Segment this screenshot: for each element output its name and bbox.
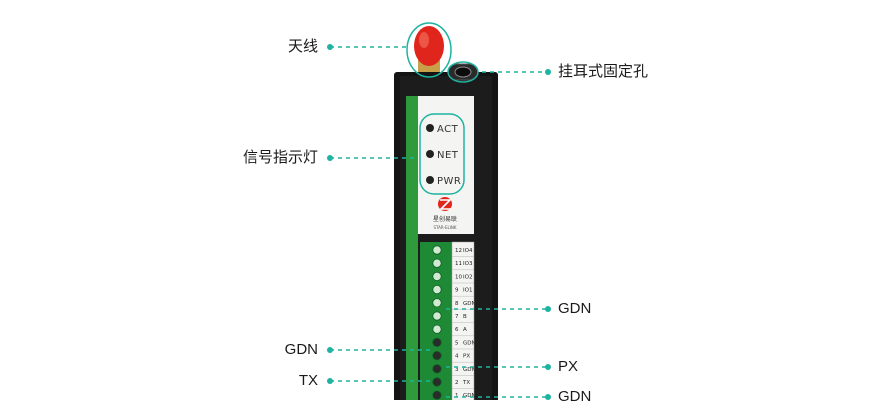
terminal-number: 12 [455,248,462,254]
leader-dots [327,44,551,400]
callout-mount-hole: 挂耳式固定孔 [558,63,649,80]
terminal-name: GDN [463,393,476,399]
terminal-screw [432,377,442,387]
led-pwr [426,176,434,184]
terminal-number: 8 [455,301,459,307]
terminal-screw [432,271,442,281]
logo-cn: 星创易联 [433,215,457,223]
terminal-screw [432,298,442,308]
antenna [414,26,444,76]
terminal-number: 11 [455,261,462,267]
terminal-name: GDN [463,301,476,307]
callout-gdn-right-1: GDN [558,300,592,317]
led-label-act: ACT [437,124,459,135]
terminal-number: 9 [455,288,459,294]
terminal-number: 10 [455,274,462,280]
terminal-name: PX [463,354,470,360]
highlight-rings [406,22,479,195]
led-group: ACT NET PWR [426,124,461,187]
terminal-screw [432,390,442,400]
brand-logo: 星创易联 STAR-ELINK [433,197,457,230]
terminal-number: 4 [455,354,459,360]
terminal-name: GDN [463,340,476,346]
terminal-screw [432,324,442,334]
led-act [426,124,434,132]
terminal-name: B [463,314,467,320]
terminal-number: 6 [455,327,459,333]
led-net [426,150,434,158]
led-label-pwr: PWR [437,176,461,187]
callout-gdn-left: GDN [284,341,318,358]
terminal-name: TX [462,380,470,386]
terminal-name: A [463,327,467,333]
led-label-net: NET [437,150,459,161]
terminal-name: GDN [463,367,476,373]
terminal-number: 7 [455,314,459,320]
terminal-number: 1 [455,393,459,399]
terminal-name: IO4 [463,248,473,254]
terminal-number: 3 [455,367,459,373]
callout-antenna: 天线 [287,38,318,55]
terminal-screw [432,337,442,347]
terminal-number: 2 [455,380,459,386]
terminal-screw [432,364,442,374]
callout-px: PX [558,358,579,375]
leader-lines [330,46,548,398]
terminal-name: IO3 [463,261,473,267]
terminal-screw [432,258,442,268]
terminal-name: IO2 [463,274,472,280]
terminal-number: 5 [455,340,459,346]
callout-signal-led: 信号指示灯 [242,149,318,166]
terminal-screw [432,311,442,321]
terminal-screw [432,284,442,295]
terminal-name: IO1 [463,288,472,294]
logo-en: STAR-ELINK [433,225,456,230]
terminal-screw [432,350,442,361]
terminal-screw [432,245,442,255]
callout-tx: TX [298,372,318,389]
callout-gdn-right-2: GDN [558,388,592,405]
